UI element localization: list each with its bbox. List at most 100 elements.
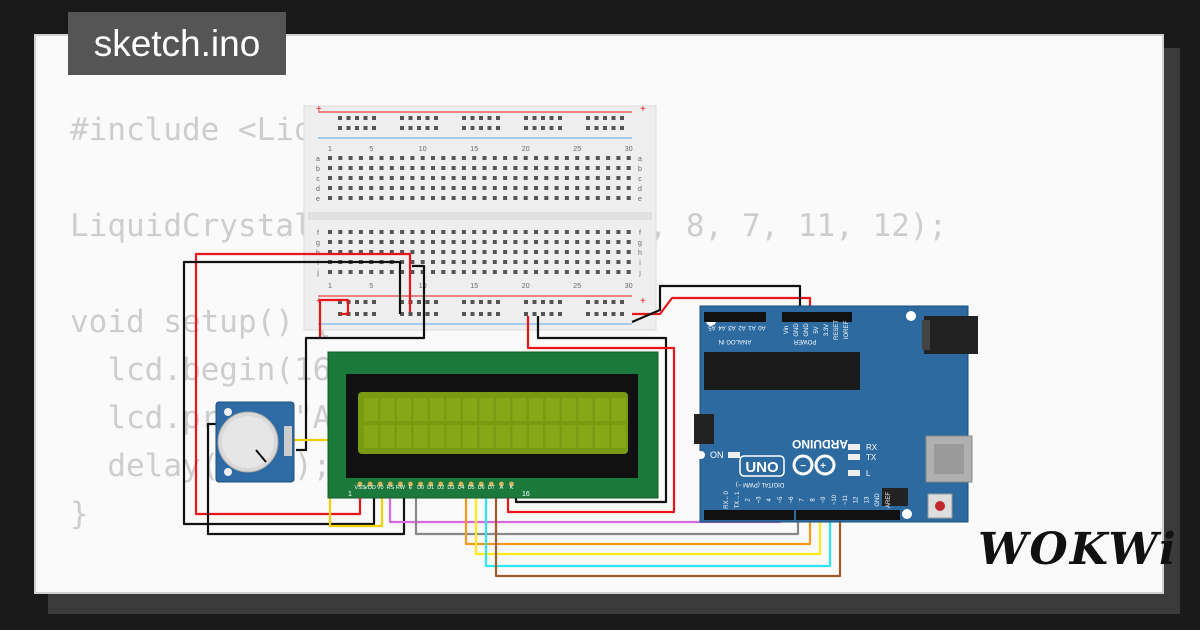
rail-hole — [620, 312, 624, 316]
row-letter: d — [316, 186, 320, 193]
breadboard-hole — [585, 260, 590, 264]
breadboard-hole — [472, 230, 477, 234]
lcd-character-cell — [479, 398, 494, 421]
rail-hole — [355, 312, 359, 316]
rail-hole — [408, 116, 413, 120]
wire-yellow-pot-wiper — [294, 438, 384, 528]
breadboard-hole — [328, 166, 332, 170]
arduino-digital-pin-label: ~9 — [821, 496, 827, 504]
breadboard-hole — [606, 240, 611, 244]
breadboard-hole — [461, 156, 466, 160]
arduino-power-pin-label: 5V — [814, 326, 820, 333]
arduino-mount-hole — [697, 451, 705, 459]
breadboard-hole — [554, 156, 559, 160]
breadboard-hole — [534, 260, 538, 264]
breadboard-hole — [441, 250, 446, 254]
breadboard-hole — [358, 230, 363, 234]
lcd-character-cell — [496, 425, 510, 448]
lcd-character-cell — [496, 398, 510, 421]
row-letter: c — [638, 176, 642, 183]
lcd-pin — [438, 481, 444, 487]
column-number: 20 — [522, 283, 530, 290]
breadboard-hole — [482, 270, 487, 274]
lcd-character-cell — [413, 425, 428, 448]
breadboard-hole — [431, 260, 435, 264]
breadboard-hole — [564, 230, 569, 234]
arduino-digital-pin-label: AREF — [886, 492, 892, 508]
arduino-digital-pin-label: RX←0 — [724, 491, 730, 509]
breadboard-hole — [400, 250, 405, 254]
breadboard-hole — [595, 250, 600, 254]
wires — [182, 252, 842, 578]
rail-hole — [372, 312, 376, 316]
wire-orange-d4 — [464, 490, 812, 546]
breadboard-hole — [544, 186, 549, 190]
lcd-pin — [478, 481, 484, 487]
breadboard-hole — [585, 230, 590, 234]
breadboard-hole — [461, 240, 466, 244]
column-number: 5 — [369, 146, 373, 153]
lcd-pin — [499, 481, 504, 487]
rail-hole — [372, 300, 376, 304]
arduino-digital-pin-label: GND — [875, 493, 881, 507]
row-letter: a — [638, 156, 642, 163]
breadboard-hole — [420, 156, 425, 160]
wire-yellow-d5 — [474, 490, 822, 556]
lcd-character-cell — [446, 398, 461, 421]
pot-mount-hole — [224, 468, 232, 476]
wokwi-logo: WOKWi — [978, 524, 1178, 575]
breadboard-hole — [338, 176, 343, 180]
breadboard-hole — [379, 250, 384, 254]
rail-hole — [479, 312, 483, 316]
breadboard-hole — [626, 176, 631, 180]
breadboard-hole — [606, 176, 611, 180]
breadboard-hole — [338, 270, 343, 274]
rail-hole — [524, 312, 528, 316]
lcd-pin-label: D4 — [457, 485, 464, 491]
breadboard-hole — [410, 186, 415, 190]
row-letter: c — [316, 176, 320, 183]
wire-black-pot-to-bb — [296, 264, 426, 452]
breadboard-hole — [410, 240, 415, 244]
lcd-pin-label: D5 — [468, 485, 475, 491]
lcd-character-cell — [430, 398, 444, 421]
breadboard-hole — [523, 186, 528, 190]
breadboard-hole — [554, 186, 559, 190]
rail-hole — [338, 126, 342, 130]
breadboard-hole — [451, 156, 456, 160]
rail-hole — [470, 300, 475, 304]
breadboard-hole — [595, 230, 600, 234]
arduino-logo-plus: + — [820, 461, 826, 472]
breadboard-hole — [410, 270, 415, 274]
breadboard-hole — [575, 176, 580, 180]
potentiometer[interactable] — [215, 401, 295, 483]
arduino-analog-pin-label: A2 — [738, 324, 746, 330]
wire-red-bb-to-lcd-a — [506, 316, 676, 514]
breadboard-hole — [616, 230, 621, 234]
breadboard-hole — [626, 240, 631, 244]
rail-hole — [470, 126, 475, 130]
breadboard-hole — [461, 250, 466, 254]
breadboard-hole — [595, 260, 600, 264]
rail-hole — [363, 312, 368, 316]
breadboard-hole — [492, 260, 497, 264]
rail-hole — [462, 300, 466, 304]
lcd-pin-label: D0 — [417, 485, 424, 491]
lcd-character-cell — [380, 398, 395, 421]
lcd-pin — [398, 481, 403, 487]
breadboard-hole — [534, 250, 538, 254]
arduino-l-label: L — [866, 469, 871, 478]
column-number: 10 — [419, 283, 427, 290]
breadboard-hole — [544, 270, 549, 274]
rail-hole — [549, 116, 554, 120]
breadboard-hole — [348, 166, 353, 170]
breadboard-hole — [534, 166, 538, 170]
file-tab[interactable]: sketch.ino — [68, 12, 286, 75]
breadboard-hole — [410, 260, 415, 264]
breadboard-hole — [595, 156, 600, 160]
lcd-pin-label: D3 — [447, 485, 454, 491]
breadboard-hole — [575, 186, 580, 190]
lcd-character-cell — [380, 425, 395, 448]
rail-hole — [400, 312, 404, 316]
rail-hole — [620, 300, 624, 304]
